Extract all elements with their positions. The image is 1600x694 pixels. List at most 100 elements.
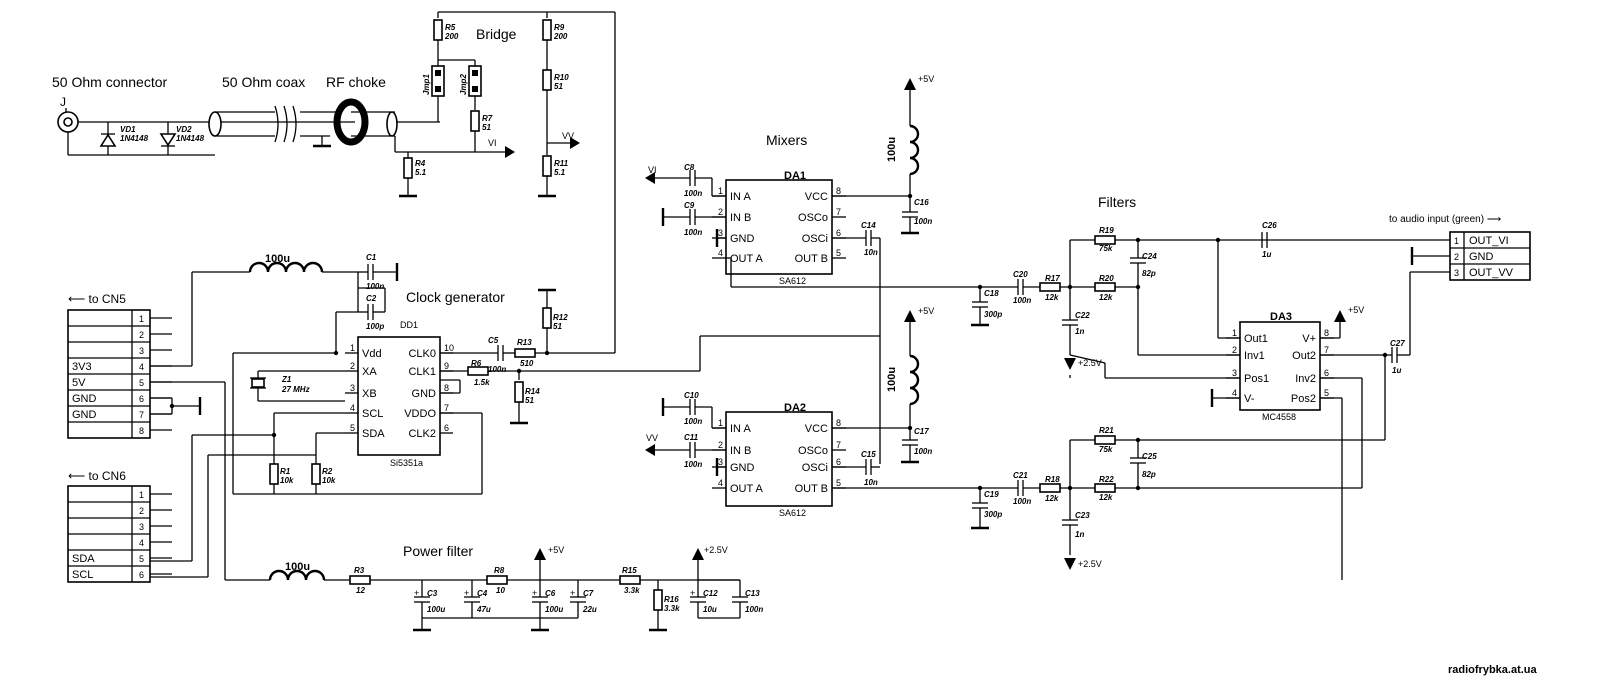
cn5-pin-4: 4 <box>139 362 144 372</box>
power-filter-section: 100u R3 12 R8 10 R15 3.3k +5V +2.5V +C31… <box>225 545 763 632</box>
vv-input-arrow-icon <box>645 444 655 456</box>
c14-value: 10n <box>864 248 878 257</box>
dd1-pin-l3: 3 <box>350 383 355 393</box>
da1-pin-r3: 6 <box>836 228 841 238</box>
r6-ref: R6 <box>471 359 482 368</box>
da3-pinname-r2: Out2 <box>1292 350 1316 362</box>
label-50-ohm-coax: 50 Ohm coax <box>222 74 305 90</box>
r10-ref: R10 <box>554 73 569 82</box>
r12-value: 51 <box>553 322 562 331</box>
ic-da2-sa612 <box>725 411 833 507</box>
c26-value: 1u <box>1262 250 1271 259</box>
c2-value: 100p <box>366 322 384 331</box>
inductor-l2-icon <box>909 124 920 176</box>
cn5-pin-2: 2 <box>139 330 144 340</box>
dd1-pinname-r3: GND <box>412 388 437 400</box>
c11-ref: C11 <box>684 433 699 442</box>
c12-value: 10u <box>703 605 717 614</box>
c8-value: 100n <box>684 189 702 198</box>
z1-value: 27 MHz <box>281 385 310 394</box>
c6-value: 100u <box>545 605 563 614</box>
c21-ref: C21 <box>1013 471 1028 480</box>
inductor-l3-icon <box>909 354 920 406</box>
r8-value: 10 <box>496 586 505 595</box>
vi-arrow-icon <box>505 146 515 158</box>
label-rf-choke: RF choke <box>326 74 386 90</box>
r1-ref: R1 <box>280 467 291 476</box>
c6-polarity: + <box>532 588 537 598</box>
pwr-5v-arrow-icon-b <box>904 310 916 322</box>
c15-ref: C15 <box>861 450 876 459</box>
cn6-pin-3: 3 <box>139 522 144 532</box>
r21-value: 75k <box>1099 445 1113 454</box>
da2-pinname-r3: OSCi <box>802 462 828 474</box>
cn5-label-6: GND <box>72 393 97 405</box>
diode-vd1-icon <box>99 133 117 147</box>
da1-pinname-l4: OUT A <box>730 253 763 265</box>
rf-input-section: J VD1 1N4148 VD2 1N4148 R4 5.1 <box>57 95 475 198</box>
dd1-pinname-l2: XA <box>362 366 377 378</box>
da2-pinname-r1: VCC <box>805 423 828 435</box>
r2-ref: R2 <box>322 467 333 476</box>
r3-value: 12 <box>356 586 365 595</box>
dd1-pin-r4: 7 <box>444 403 449 413</box>
pwr-2v5-label-a: +2.5V <box>1078 358 1102 368</box>
dd1-pinname-l5: SDA <box>362 428 385 440</box>
cn5-pin-7: 7 <box>139 410 144 420</box>
r7-ref: R7 <box>482 114 493 123</box>
da3-pinname-l2: Inv1 <box>1244 350 1265 362</box>
da1-pin-r2: 7 <box>836 207 841 217</box>
c14-ref: C14 <box>861 221 876 230</box>
cn5-label-5: 5V <box>72 377 86 389</box>
c18-ref: C18 <box>984 289 999 298</box>
l3-value: 100u <box>886 367 898 392</box>
dd1-pin-r5: 6 <box>444 423 449 433</box>
c15-value: 10n <box>864 478 878 487</box>
r14-ref: R14 <box>525 387 540 396</box>
cn6-label-5: SDA <box>72 553 95 565</box>
c17-value: 100n <box>914 447 932 456</box>
c23-ref: C23 <box>1075 511 1090 520</box>
dd1-pinname-l1: Vdd <box>362 348 382 360</box>
c9-ref: C9 <box>684 201 695 210</box>
c10-value: 100n <box>684 417 702 426</box>
da1-pin-l3: 3 <box>718 228 723 238</box>
c19-value: 300p <box>984 510 1002 519</box>
bridge-section: R5 200 Jmp1 Jmp2 R7 51 VI R9 200 R10 51 … <box>422 11 616 353</box>
r9-ref: R9 <box>554 23 565 32</box>
pwr-5v-arrow-icon-c <box>1334 310 1346 322</box>
c13-value: 100n <box>745 605 763 614</box>
ic-dd1-si5351a <box>357 336 441 456</box>
da3-pinname-r1: V+ <box>1302 333 1316 345</box>
pwr-5v-arrow-icon <box>904 78 916 90</box>
label-filters: Filters <box>1098 194 1136 210</box>
da3-pinname-l3: Pos1 <box>1244 373 1269 385</box>
dd1-ref: DD1 <box>400 320 418 330</box>
cn6-pin-4: 4 <box>139 538 144 548</box>
cn5-label-4: 3V3 <box>72 361 92 373</box>
r11-ref: R11 <box>554 159 569 168</box>
da2-pin-r1: 8 <box>836 418 841 428</box>
da2-pin-l3: 3 <box>718 457 723 467</box>
da3-pin-l4: 4 <box>1232 388 1237 398</box>
vv-arrow-icon <box>570 137 580 149</box>
l4-value: 100u <box>285 561 310 573</box>
vi-input-arrow-icon <box>645 172 655 184</box>
cn6-pin-6: 6 <box>139 570 144 580</box>
pwr-2v5-arrow-icon-c <box>692 548 704 560</box>
da1-vi-label: VI <box>648 165 657 175</box>
pwr-2v5-label-b: +2.5V <box>1078 559 1102 569</box>
crystal-z1-icon <box>251 378 265 388</box>
diode-vd2-icon <box>159 133 177 147</box>
label-bridge: Bridge <box>476 26 517 42</box>
r1-value: 10k <box>280 476 294 485</box>
r2-value: 10k <box>322 476 336 485</box>
vd1-value: 1N4148 <box>120 134 149 143</box>
da2-pinname-r4: OUT B <box>795 483 828 495</box>
c1-value: 100n <box>366 282 384 291</box>
da2-pinname-l3: GND <box>730 462 755 474</box>
cn5-pin-3: 3 <box>139 346 144 356</box>
da1-pinname-r2: OSCo <box>798 212 828 224</box>
vd2-value: 1N4148 <box>176 134 205 143</box>
c4-polarity: + <box>464 588 469 598</box>
